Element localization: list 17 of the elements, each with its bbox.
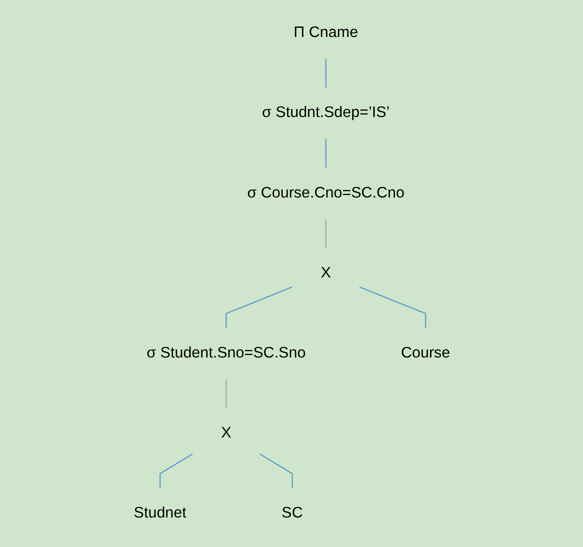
- connector: [324, 219, 326, 248]
- connector: [324, 139, 326, 168]
- connector: [259, 454, 292, 488]
- node-text: σ Student.Sno=SC.Sno: [146, 344, 306, 362]
- node-text: Course: [400, 344, 450, 362]
- node-text: σ Studnt.Sdep=’IS’: [262, 104, 390, 122]
- connector: [159, 454, 192, 488]
- node-text: Π Cname: [293, 24, 358, 41]
- node-text: SC: [281, 505, 302, 522]
- node-text: σ Course.Cno=SC.Cno: [246, 184, 404, 202]
- connector: [324, 59, 326, 88]
- connector: [225, 379, 226, 408]
- connector: [225, 286, 292, 328]
- connector: [358, 286, 426, 328]
- node-text: Studnet: [133, 505, 186, 522]
- node-text: X: [320, 264, 330, 282]
- node-text: X: [220, 425, 231, 442]
